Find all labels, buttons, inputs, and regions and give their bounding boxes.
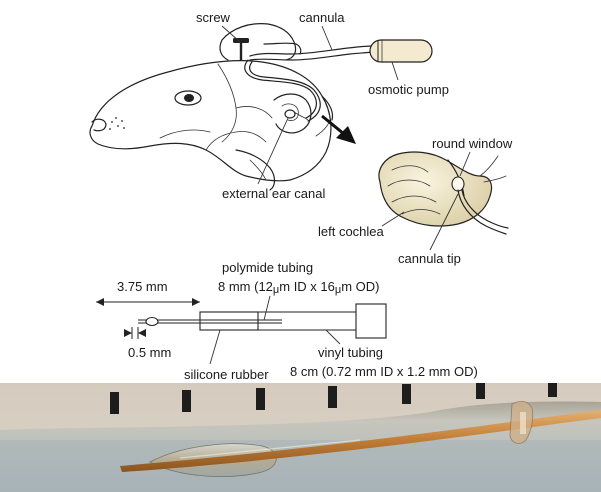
label-vinyl-tubing: vinyl tubing xyxy=(318,345,383,360)
polymide-dims-b: m ID x 16 xyxy=(279,279,335,294)
whisker-dots xyxy=(109,117,125,130)
rat-head-illustration xyxy=(90,24,333,190)
label-left-cochlea: left cochlea xyxy=(318,224,385,239)
label-polymide-dims: 8 mm (12μm ID x 16μm OD) xyxy=(218,279,380,296)
label-05mm: 0.5 mm xyxy=(128,345,171,360)
dimension-375 xyxy=(96,298,200,306)
leader-cannula xyxy=(322,26,332,50)
direction-arrow xyxy=(322,116,356,144)
tubing-schematic xyxy=(138,304,386,338)
label-external-ear-canal: external ear canal xyxy=(222,186,325,201)
screw-illustration xyxy=(233,38,249,60)
leader-left-cochlea xyxy=(382,212,404,226)
leader-silicone xyxy=(210,330,220,364)
cochlea-illustration xyxy=(379,152,508,234)
leader-polymide xyxy=(264,296,270,320)
label-polymide-tubing: polymide tubing xyxy=(222,260,313,275)
label-vinyl-dims: 8 cm (0.72 mm ID x 1.2 mm OD) xyxy=(290,364,478,379)
leader-vinyl xyxy=(326,330,340,344)
cannula-path xyxy=(245,46,372,121)
label-screw: screw xyxy=(196,10,231,25)
tubing-photograph xyxy=(0,383,601,492)
label-cannula: cannula xyxy=(299,10,345,25)
leader-pump xyxy=(392,62,398,80)
label-osmotic-pump: osmotic pump xyxy=(368,82,449,97)
polymide-dims-a: 8 mm (12 xyxy=(218,279,273,294)
osmotic-pump-illustration xyxy=(370,40,432,62)
label-cannula-tip: cannula tip xyxy=(398,251,461,266)
label-375mm: 3.75 mm xyxy=(117,279,168,294)
dimension-05 xyxy=(124,327,146,339)
label-silicone-rubber: silicone rubber xyxy=(184,367,269,382)
label-round-window: round window xyxy=(432,136,513,151)
eye-pupil xyxy=(184,94,194,102)
polymide-dims-c: m OD) xyxy=(341,279,379,294)
